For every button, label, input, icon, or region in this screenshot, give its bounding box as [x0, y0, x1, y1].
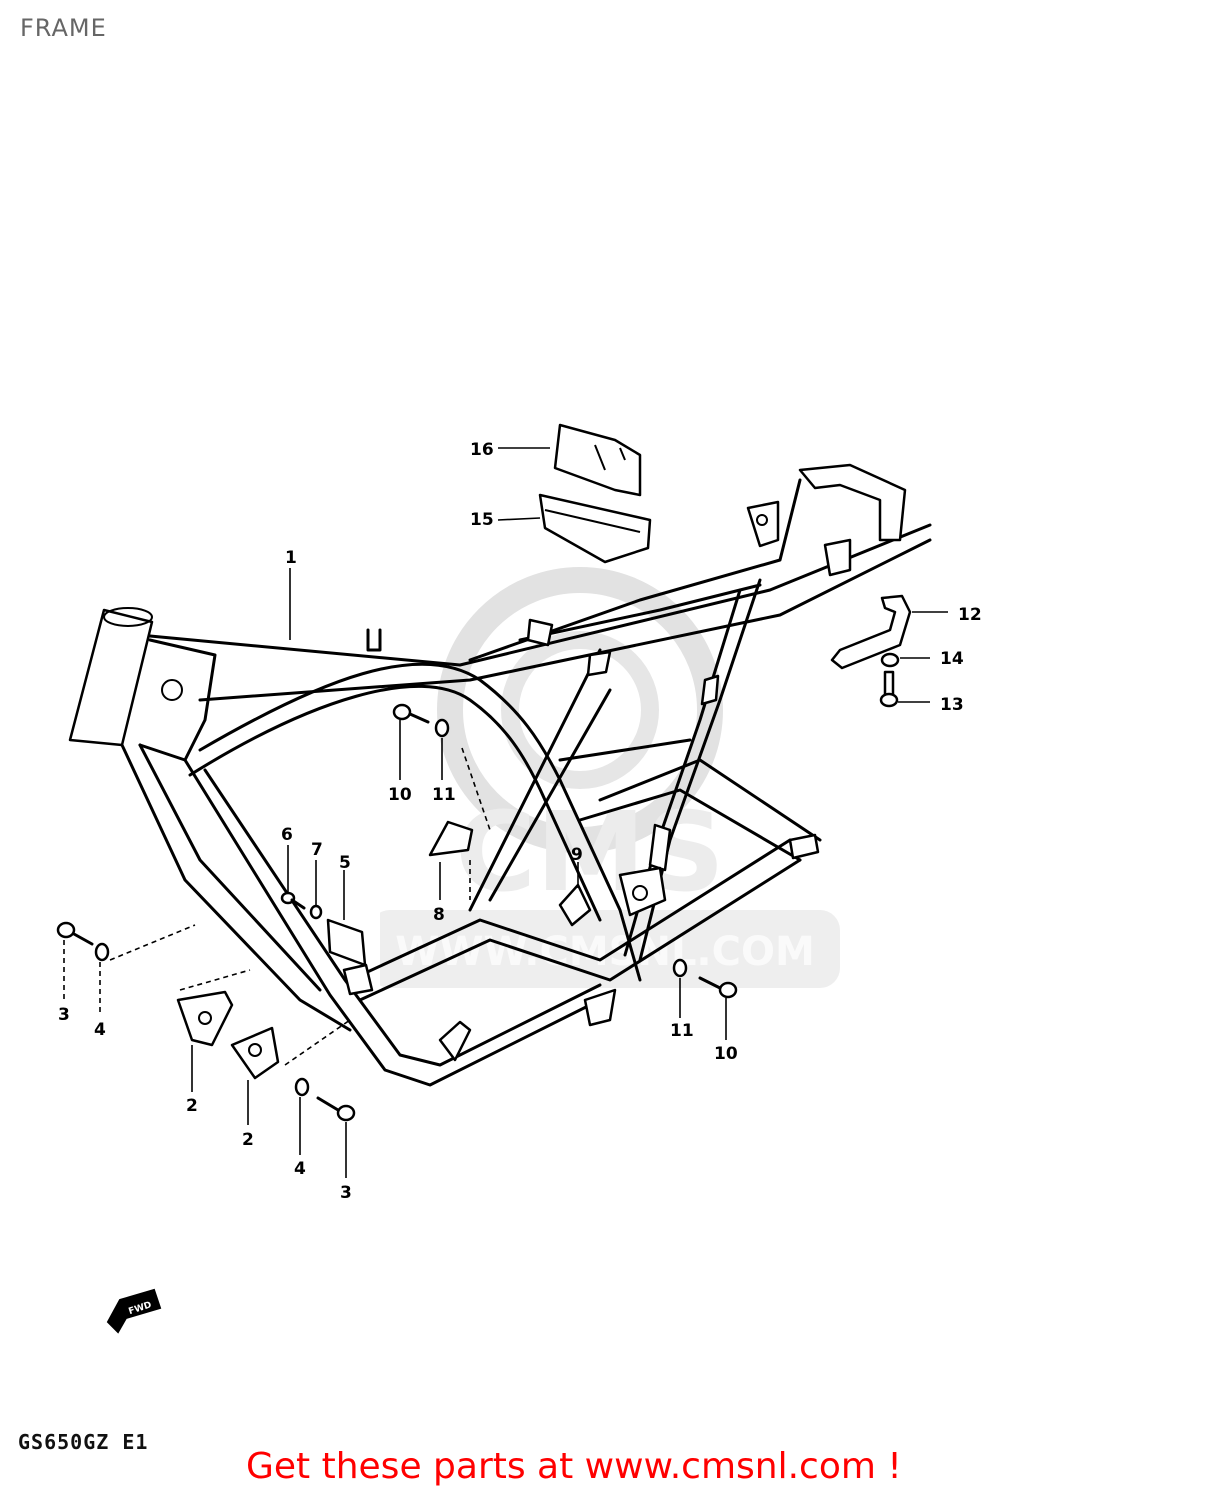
callout-11-lower: 11	[670, 1021, 694, 1041]
callout-8: 8	[433, 905, 445, 925]
callout-4-left: 4	[94, 1020, 106, 1040]
part-4-nut-left[interactable]	[94, 942, 110, 962]
part-5-bracket[interactable]	[326, 918, 367, 967]
part-10-bolt-upper[interactable]	[392, 703, 430, 724]
fwd-arrow-icon: FWD	[106, 1288, 162, 1334]
callout-5: 5	[339, 853, 351, 873]
callout-16: 16	[470, 440, 494, 460]
part-2-bracket-b[interactable]	[230, 1026, 280, 1080]
part-3-bolt-left[interactable]	[56, 921, 94, 946]
callout-9: 9	[571, 845, 583, 865]
callout-2-b: 2	[242, 1130, 254, 1150]
part-13-bolt[interactable]	[879, 670, 899, 708]
callout-6: 6	[281, 825, 293, 845]
part-6-bolt[interactable]	[280, 891, 306, 910]
callout-11-upper: 11	[432, 785, 456, 805]
part-11-nut-lower[interactable]	[672, 958, 688, 978]
callout-4-lower: 4	[294, 1159, 306, 1179]
callout-1: 1	[285, 548, 297, 568]
part-14-washer[interactable]	[880, 652, 900, 668]
part-11-nut-upper[interactable]	[434, 718, 450, 738]
cta-link[interactable]: Get these parts at www.cmsnl.com !	[246, 1446, 902, 1487]
callout-15: 15	[470, 510, 494, 530]
part-4-nut-lower[interactable]	[294, 1077, 310, 1097]
part-8-plate[interactable]	[428, 820, 474, 857]
part-2-bracket-a[interactable]	[176, 990, 234, 1047]
callout-2-a: 2	[186, 1096, 198, 1116]
callout-7: 7	[311, 840, 323, 860]
callout-3-lower: 3	[340, 1183, 352, 1203]
part-3-bolt-lower[interactable]	[316, 1096, 356, 1122]
callout-10-upper: 10	[388, 785, 412, 805]
part-9-plate[interactable]	[558, 883, 592, 927]
callout-3-left: 3	[58, 1005, 70, 1025]
leader-lines	[63, 447, 948, 1178]
frame-part-1[interactable]	[68, 463, 932, 1087]
model-code: GS650GZ E1	[18, 1430, 149, 1454]
part-12-handle[interactable]	[830, 594, 912, 670]
callout-12: 12	[958, 605, 982, 625]
callout-10-lower: 10	[714, 1044, 738, 1064]
part-10-bolt-lower[interactable]	[698, 976, 738, 999]
part-15-tray[interactable]	[538, 493, 652, 564]
callouts: 16 15 1 12 14 13 10 11 6 7 5 9 8 3 4 2 2…	[58, 440, 982, 1203]
part-7-washer[interactable]	[309, 904, 323, 920]
callout-13: 13	[940, 695, 964, 715]
callout-14: 14	[940, 649, 964, 669]
page-title: FRAME	[20, 14, 107, 42]
part-16-pad[interactable]	[553, 423, 642, 497]
